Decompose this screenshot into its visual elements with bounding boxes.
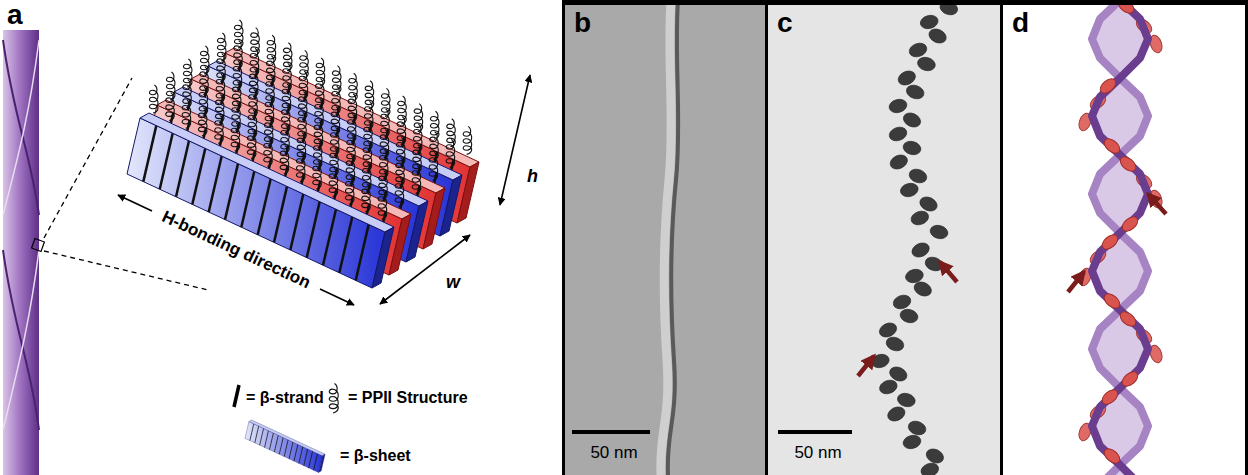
dimension-label: h: [527, 166, 538, 186]
fibril-ribbon: [3, 30, 44, 475]
panel-letter: b: [574, 8, 591, 38]
dimension-label: w: [446, 272, 460, 292]
legend-text: = β-strand: [246, 388, 324, 408]
panel-letter: d: [1012, 8, 1029, 38]
image-panel: d: [1000, 0, 1248, 475]
tem-panel-b: [562, 0, 765, 475]
beta-sheet-stack: [127, 48, 479, 288]
image-panel: b 50 nm: [562, 0, 765, 475]
ppii-coils: [149, 20, 471, 219]
scale-bar-label: 50 nm: [794, 443, 841, 463]
helix-model-d: [1000, 0, 1248, 475]
tem-panel-c: [765, 0, 1000, 475]
legend-samples: [234, 384, 338, 473]
axis-label: H-bonding direction: [159, 207, 314, 293]
dimension-arrows: [118, 75, 530, 305]
scale-bar-label: 50 nm: [590, 443, 637, 463]
panel-letter: a: [7, 0, 23, 30]
legend-text: = β-sheet: [340, 446, 411, 466]
image-panel: c 50 nm: [765, 0, 1000, 475]
legend-text: = PPII Structure: [348, 388, 468, 408]
panel-letter: c: [777, 8, 793, 38]
